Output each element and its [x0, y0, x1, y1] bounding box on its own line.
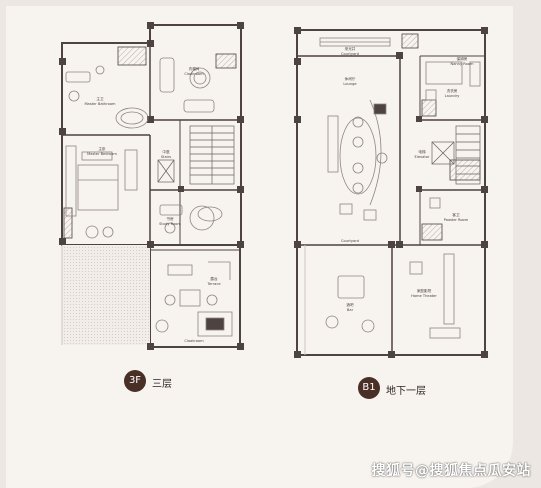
room-label-master-bath-en: Master Bathroom [84, 102, 116, 106]
room-label-3f-bottom: Cloakroom [184, 339, 204, 343]
room-label-cloakroom-en: Cloakroom [184, 72, 204, 76]
stairs-3f [157, 125, 235, 185]
room-label-terrace-en: Terrace [206, 282, 221, 286]
room-label-laundry-en: Laundry [445, 94, 461, 98]
floor-name-b1: 地下一层 [386, 386, 426, 397]
room-label-lounge-cn: 休闲厅 [345, 76, 356, 81]
room-label-nanny-cn: 保姆房 [457, 56, 468, 61]
room-label-courtyard-cn: 采光井 [345, 46, 356, 51]
room-label-master-bed-cn: 主卧 [98, 146, 106, 151]
room-label-theater-cn: 家庭影院 [417, 288, 432, 293]
room-label-theater-en: Home Theater [411, 294, 437, 298]
room-label-study-en: Study Room [159, 222, 181, 226]
room-label-cloakroom-cn: 衣帽间 [189, 66, 200, 71]
room-label-study-cn: 书房 [166, 216, 174, 221]
room-label-bar-cn: 酒吧 [346, 302, 354, 307]
room-label-powder-cn: 客卫 [452, 212, 460, 217]
room-label-stair-en: Stairs [161, 155, 171, 159]
room-label-master-bed-en: Master Bedroom [87, 152, 117, 156]
room-label-laundry-cn: 洗衣房 [447, 88, 458, 93]
plan-3f [59, 22, 244, 350]
room-label-nanny-en: Nanny Room [451, 62, 474, 66]
floor-badge-b1: B1 [358, 377, 380, 399]
room-label-stair-cn: 中庭 [162, 149, 170, 154]
room-label-bar-en: Bar [347, 308, 354, 312]
watermark-text: 搜狐号@搜狐焦点瓜安站 [371, 463, 531, 479]
terrace-lower-area [62, 245, 150, 345]
room-label-master-bath-cn: 主卫 [96, 96, 104, 101]
floor-name-3f: 三层 [152, 379, 172, 390]
room-label-terrace-cn: 露台 [210, 276, 218, 281]
wall-b1-outline [296, 29, 486, 356]
room-label-lounge-en: Lounge [343, 82, 357, 86]
room-label-powder-en: Powder Room [444, 218, 469, 222]
room-label-courtyard-en: Courtyard [341, 52, 359, 56]
furniture-3f [65, 57, 233, 337]
room-label-b1-bottom: Courtyard [341, 239, 359, 243]
room-label-elevator-cn: 电梯 [418, 149, 426, 154]
floor-badge-3f: 3F [124, 370, 146, 392]
room-label-elevator-en: Elevator [415, 155, 430, 159]
plan-b1 [294, 27, 488, 358]
